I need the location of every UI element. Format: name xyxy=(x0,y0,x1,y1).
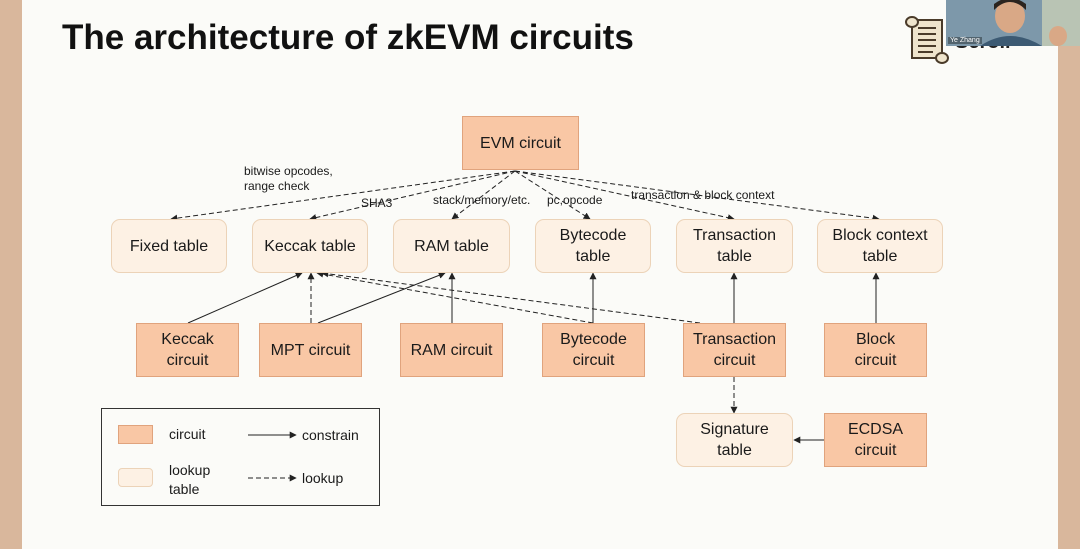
edge-label-pc-opcode: pc,opcode xyxy=(547,193,603,207)
legend-lookup-table-label: lookup table xyxy=(169,462,211,497)
legend-circuit-label: circuit xyxy=(169,426,206,442)
edge-evm-to-transaction-table xyxy=(514,170,735,222)
transaction-table-node: Transaction table xyxy=(676,219,793,273)
scroll-logo-icon xyxy=(905,16,949,64)
keccak-circuit-node: Keccak circuit xyxy=(136,323,239,377)
transaction-circuit-node: Transaction circuit xyxy=(683,323,786,377)
edge-label-tx-block-context: transaction & block context xyxy=(631,188,775,202)
ram-table-node: RAM table xyxy=(393,219,510,273)
legend-lookup-label: lookup xyxy=(302,470,344,486)
bytecode-table-node: Bytecode table xyxy=(535,219,651,273)
presenter-video xyxy=(946,0,1080,46)
edge-mpt-circuit-to-ram-table xyxy=(317,272,446,324)
evm-circuit-node: EVM circuit xyxy=(462,116,579,170)
fixed-table-node: Fixed table xyxy=(111,219,227,273)
edge-evm-to-block-context-table xyxy=(514,170,880,222)
mpt-circuit-node: MPT circuit xyxy=(259,323,362,377)
block-circuit-node: Block circuit xyxy=(824,323,927,377)
legend: circuit lookup table constrain lookup xyxy=(101,408,380,506)
edge-evm-to-ram-table xyxy=(451,170,516,220)
keccak-table-node: Keccak table xyxy=(252,219,368,273)
edge-bytecode-circuit-to-keccak-table xyxy=(316,270,594,324)
legend-lookup-swatch xyxy=(118,468,153,487)
webcam-name-label: Ye Zhang xyxy=(948,37,982,44)
signature-table-node: Signature table xyxy=(676,413,793,467)
edge-evm-to-keccak-table xyxy=(309,170,516,221)
bytecode-circuit-node: Bytecode circuit xyxy=(542,323,645,377)
block-context-table-node: Block context table xyxy=(817,219,943,273)
slide-title: The architecture of zkEVM circuits xyxy=(62,18,634,57)
ecdsa-circuit-node: ECDSA circuit xyxy=(824,413,927,467)
edge-evm-to-bytecode-table xyxy=(514,170,591,220)
legend-constrain-label: constrain xyxy=(302,427,359,443)
edge-transaction-circuit-to-keccak-table xyxy=(321,270,701,324)
edge-label-sha3: SHA3 xyxy=(361,196,393,210)
legend-lookup-arrow-icon xyxy=(248,474,297,482)
edge-keccak-circuit-to-keccak-table xyxy=(187,272,303,324)
ram-circuit-node: RAM circuit xyxy=(400,323,503,377)
webcam-overlay: Ye Zhang xyxy=(946,0,1080,46)
edge-evm-to-fixed-table xyxy=(170,170,516,222)
edge-label-stack: stack/memory/etc. xyxy=(433,193,531,207)
edge-label-bitwise: bitwise opcodes, range check xyxy=(244,164,333,193)
legend-constrain-arrow-icon xyxy=(248,431,297,439)
legend-circuit-swatch xyxy=(118,425,153,444)
